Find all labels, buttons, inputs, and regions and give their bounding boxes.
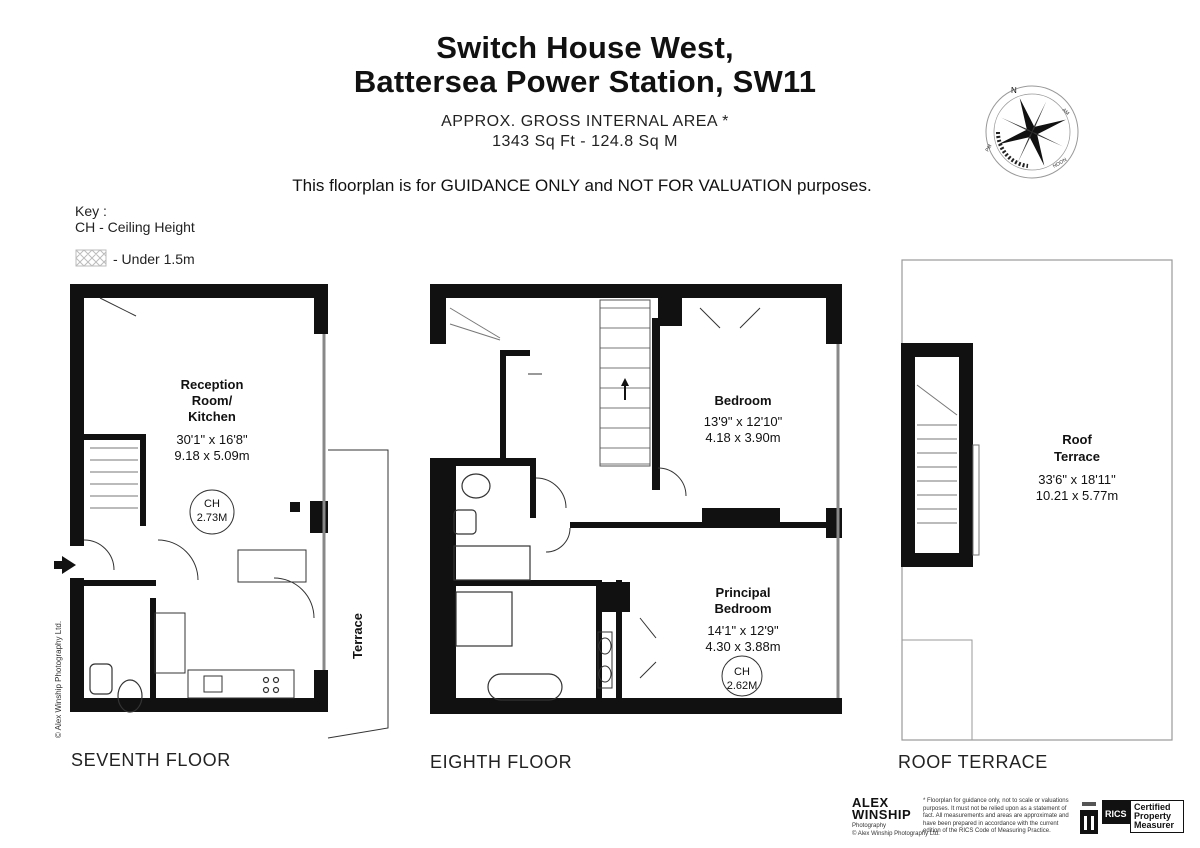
compass-rose-icon: N AM PM NOON <box>985 85 1079 179</box>
roof-terrace-name-2: Terrace <box>1054 449 1100 464</box>
certified-line-1: Certified <box>1134 802 1171 812</box>
terrace-label: Terrace <box>350 613 365 659</box>
roof-terrace-name-1: Roof <box>1062 432 1092 447</box>
reception-name-3: Kitchen <box>188 409 236 424</box>
rics-logo: RICS <box>1102 800 1130 824</box>
copyright-vertical: © Alex Winship Photography Ltd. <box>54 620 63 738</box>
logo-line-3: Photography <box>852 823 887 829</box>
roof-terrace-plan: Roof Terrace 33'6" x 18'11" 10.21 x 5.77… <box>901 259 1173 741</box>
logo-line-1: ALEX <box>852 795 889 810</box>
reception-metric: 9.18 x 5.09m <box>174 448 249 463</box>
disclaimer: This floorplan is for GUIDANCE ONLY and … <box>292 176 872 195</box>
roof-terrace-metric: 10.21 x 5.77m <box>1036 488 1118 503</box>
roof-terrace-imperial: 33'6" x 18'11" <box>1038 472 1116 487</box>
bedroom-imperial: 13'9" x 12'10" <box>704 414 783 429</box>
eighth-floor-label: EIGHTH FLOOR <box>430 752 573 772</box>
roof-terrace-label: ROOF TERRACE <box>898 752 1048 772</box>
eighth-floor-plan: Bedroom 13'9" x 12'10" 4.18 x 3.90m Prin… <box>430 284 842 714</box>
reception-name-1: Reception <box>181 377 244 392</box>
principal-ch-value: 2.62M <box>727 680 758 692</box>
bedroom-name: Bedroom <box>714 393 771 408</box>
key-ceiling-height: CH - Ceiling Height <box>75 219 195 235</box>
measurer-badge-icon <box>1080 802 1098 834</box>
compass-am: AM <box>1061 107 1071 117</box>
principal-ch-label: CH <box>734 666 750 678</box>
reception-ch-label: CH <box>204 498 220 510</box>
principal-name-1: Principal <box>716 585 771 600</box>
compass-pm: PM <box>985 144 994 153</box>
seventh-floor-label: SEVENTH FLOOR <box>71 750 231 770</box>
footer-notes: * Floorplan for guidance only, not to sc… <box>923 798 1069 834</box>
compass-n: N <box>1011 86 1017 95</box>
principal-metric: 4.30 x 3.88m <box>705 639 780 654</box>
logo-small: © Alex Winship Photography Ltd. <box>852 831 940 837</box>
reception-name-2: Room/ <box>192 393 233 408</box>
key-title: Key : <box>75 203 107 219</box>
bedroom-metric: 4.18 x 3.90m <box>705 430 780 445</box>
seventh-floor-plan: Reception Room/ Kitchen 30'1" x 16'8" 9.… <box>54 284 389 739</box>
area-label: APPROX. GROSS INTERNAL AREA * <box>441 113 729 130</box>
key-under-height: - Under 1.5m <box>113 251 195 267</box>
principal-name-2: Bedroom <box>714 601 771 616</box>
area-value: 1343 Sq Ft - 124.8 Sq M <box>492 133 678 150</box>
certified-line-3: Measurer <box>1134 820 1175 830</box>
hatch-swatch-icon <box>75 249 107 267</box>
logo-line-2: WINSHIP <box>852 807 912 822</box>
certified-box: Certified Property Measurer <box>1130 800 1184 833</box>
title-line-2: Battersea Power Station, SW11 <box>353 64 817 99</box>
certified-line-2: Property <box>1134 811 1172 821</box>
reception-ch-value: 2.73M <box>197 512 228 524</box>
principal-imperial: 14'1" x 12'9" <box>707 623 779 638</box>
title-line-1: Switch House West, <box>436 30 734 65</box>
reception-imperial: 30'1" x 16'8" <box>176 432 248 447</box>
